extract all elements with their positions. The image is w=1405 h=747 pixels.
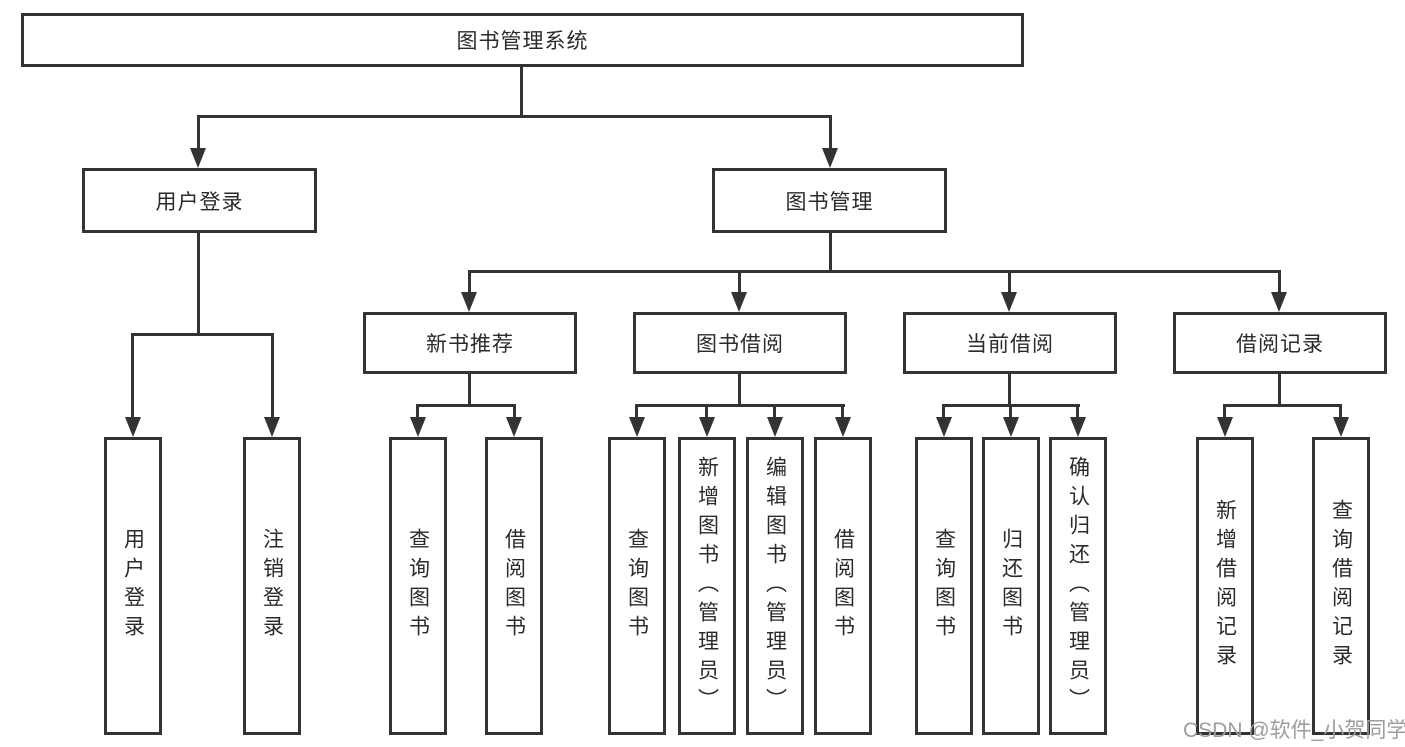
arrow-down-icon xyxy=(699,417,715,437)
node-label: 当前借阅 xyxy=(966,333,1054,356)
arrow-down-icon xyxy=(461,292,477,312)
leaf-borrow-books: 借阅图书 xyxy=(814,437,872,735)
arrow-down-icon xyxy=(1001,292,1017,312)
leaf-edit-books-admin: 编辑图书（管理员） xyxy=(746,437,804,735)
node-label: 借阅记录 xyxy=(1236,333,1324,356)
node-book-borrowing: 图书借阅 xyxy=(633,312,847,374)
connector-line xyxy=(942,404,945,419)
node-label: 图书管理系统 xyxy=(456,30,589,53)
arrow-down-icon xyxy=(410,417,426,437)
connector-line xyxy=(416,404,516,407)
node-label: 注销登录 xyxy=(260,528,284,644)
arrow-down-icon xyxy=(1003,417,1019,437)
node-label: 查询借阅记录 xyxy=(1329,499,1353,673)
leaf-borrow-books-recommend: 借阅图书 xyxy=(485,437,543,735)
connector-line xyxy=(468,270,471,294)
connector-line xyxy=(197,115,200,150)
connector-line xyxy=(635,404,845,407)
connector-line xyxy=(829,233,832,273)
arrow-down-icon xyxy=(1333,417,1349,437)
connector-line xyxy=(1076,404,1079,419)
leaf-logout: 注销登录 xyxy=(243,437,301,735)
leaf-query-books-current: 查询图书 xyxy=(915,437,973,735)
connector-line xyxy=(1223,404,1226,419)
connector-line xyxy=(1278,374,1281,407)
node-book-management: 图书管理 xyxy=(712,168,947,233)
connector-line xyxy=(773,404,776,419)
leaf-user-login: 用户登录 xyxy=(104,437,162,735)
connector-line xyxy=(131,333,134,419)
leaf-query-books-borrowing: 查询图书 xyxy=(608,437,666,735)
node-label: 新书推荐 xyxy=(426,333,514,356)
connector-line xyxy=(1339,404,1342,419)
node-new-book-recommend: 新书推荐 xyxy=(363,312,577,374)
connector-line xyxy=(1223,404,1342,407)
node-label: 编辑图书（管理员） xyxy=(763,455,787,717)
arrow-down-icon xyxy=(1217,417,1233,437)
node-label: 图书借阅 xyxy=(696,333,784,356)
connector-line xyxy=(1008,374,1011,407)
leaf-query-books-recommend: 查询图书 xyxy=(389,437,447,735)
connector-line xyxy=(468,374,471,407)
leaf-add-borrow-record: 新增借阅记录 xyxy=(1196,437,1254,735)
node-label: 图书管理 xyxy=(785,190,874,214)
connector-line xyxy=(131,333,274,336)
csdn-watermark: CSDN @软件_小贺同学 xyxy=(1183,719,1405,742)
connector-line xyxy=(1009,404,1012,419)
arrow-down-icon xyxy=(629,417,645,437)
arrow-down-icon xyxy=(190,148,206,168)
arrow-down-icon xyxy=(767,417,783,437)
leaf-query-borrow-record: 查询借阅记录 xyxy=(1312,437,1370,735)
node-label: 归还图书 xyxy=(999,528,1023,644)
arrow-down-icon xyxy=(835,417,851,437)
connector-line xyxy=(829,115,832,150)
connector-line xyxy=(513,404,516,419)
leaf-add-books-admin: 新增图书（管理员） xyxy=(678,437,736,735)
node-label: 查询图书 xyxy=(406,528,430,644)
node-label: 借阅图书 xyxy=(502,528,526,644)
node-label: 查询图书 xyxy=(932,528,956,644)
connector-line xyxy=(738,374,741,407)
connector-line xyxy=(197,233,200,336)
connector-line xyxy=(841,404,844,419)
arrow-down-icon xyxy=(936,417,952,437)
node-user-login: 用户登录 xyxy=(82,168,317,233)
node-borrowing-records: 借阅记录 xyxy=(1173,312,1387,374)
node-label: 借阅图书 xyxy=(831,528,855,644)
connector-line xyxy=(738,270,741,294)
node-label: 用户登录 xyxy=(121,528,145,644)
arrow-down-icon xyxy=(1070,417,1086,437)
connector-line xyxy=(197,115,832,118)
node-label: 查询图书 xyxy=(625,528,649,644)
node-library-management-system: 图书管理系统 xyxy=(21,13,1024,67)
node-current-borrowing: 当前借阅 xyxy=(903,312,1117,374)
connector-line xyxy=(1008,270,1011,294)
arrow-down-icon xyxy=(506,417,522,437)
arrow-down-icon xyxy=(731,292,747,312)
leaf-confirm-return-admin: 确认归还（管理员） xyxy=(1049,437,1107,735)
connector-line xyxy=(271,333,274,419)
node-label: 新增图书（管理员） xyxy=(695,455,719,717)
arrow-down-icon xyxy=(125,417,141,437)
connector-line xyxy=(416,404,419,419)
arrow-down-icon xyxy=(822,148,838,168)
node-label: 用户登录 xyxy=(155,190,244,214)
connector-line xyxy=(705,404,708,419)
node-label: 新增借阅记录 xyxy=(1213,499,1237,673)
connector-line xyxy=(1278,270,1281,294)
connector-line xyxy=(468,270,1281,273)
arrow-down-icon xyxy=(1271,292,1287,312)
leaf-return-books: 归还图书 xyxy=(982,437,1040,735)
node-label: 确认归还（管理员） xyxy=(1066,455,1090,717)
arrow-down-icon xyxy=(264,417,280,437)
connector-line xyxy=(520,66,523,116)
connector-line xyxy=(635,404,638,419)
